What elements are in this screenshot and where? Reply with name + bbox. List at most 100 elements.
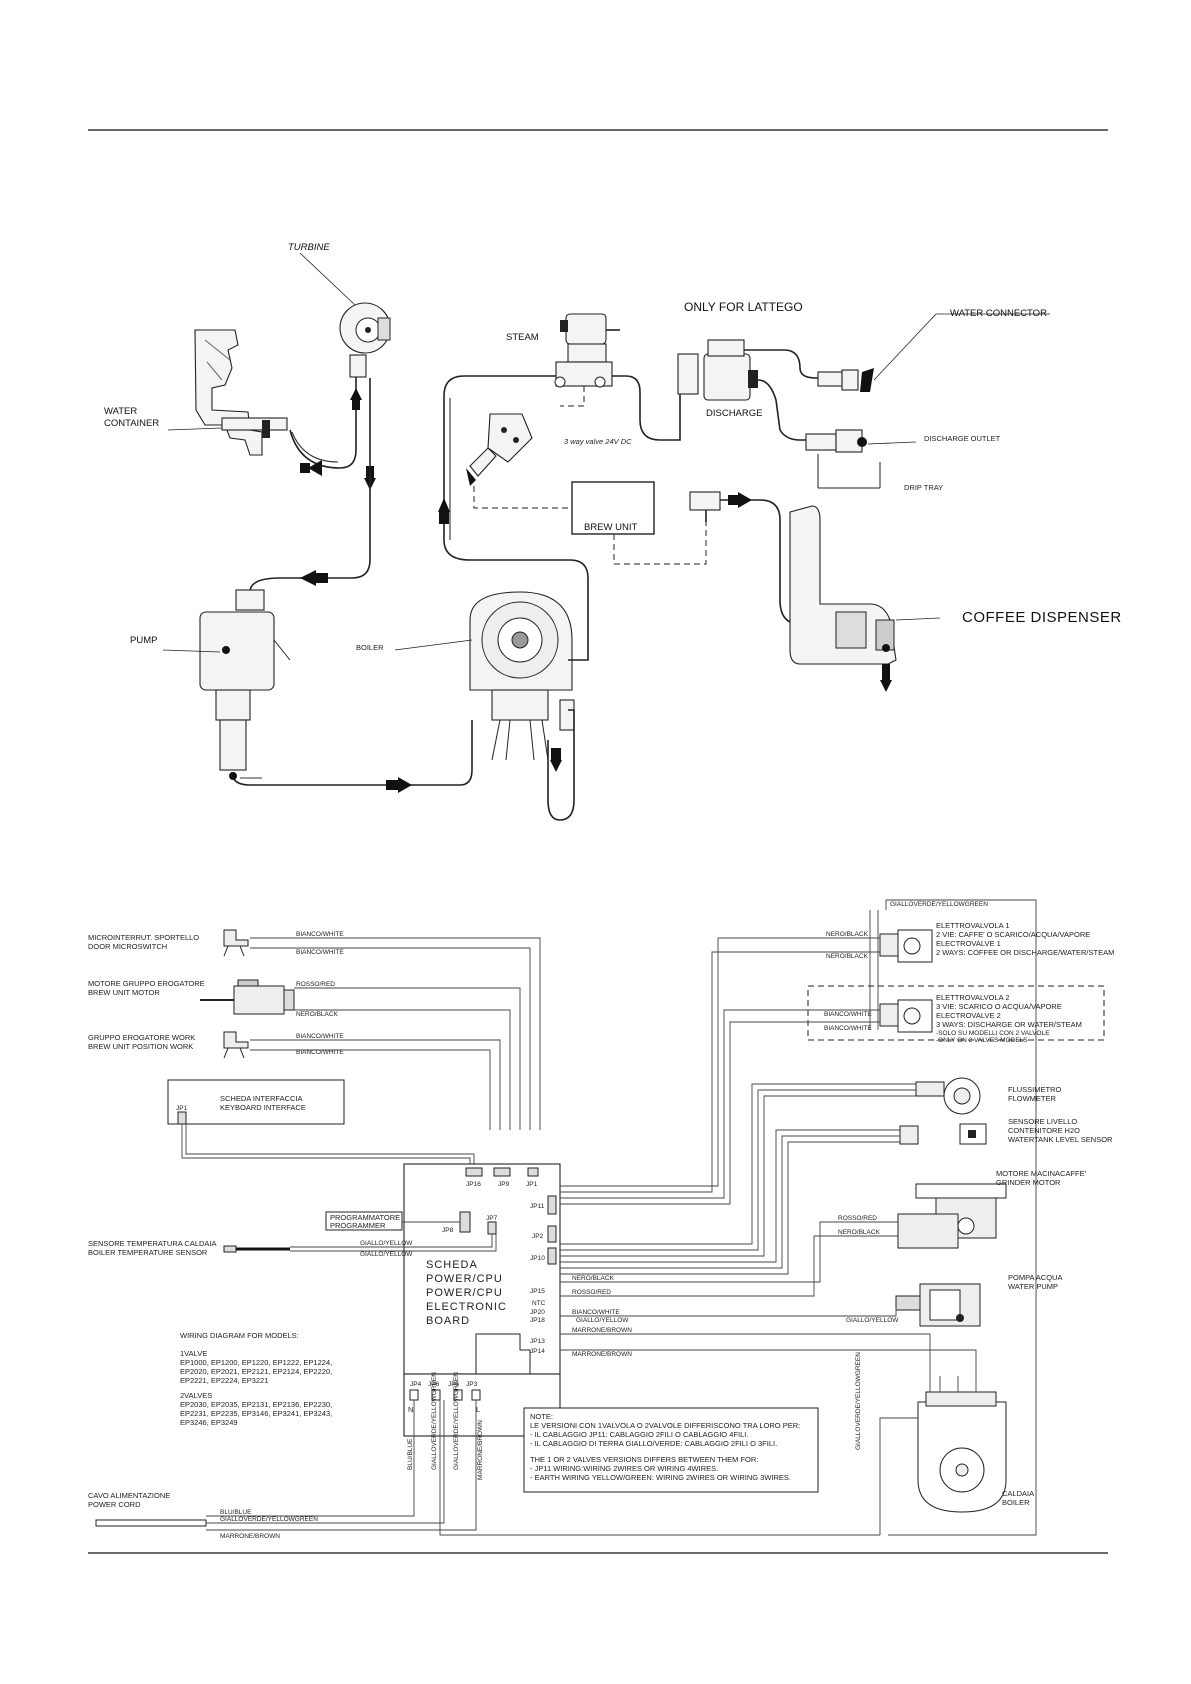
wire-label: BLU/BLUE: [407, 1438, 414, 1470]
grinder-label-1: MOTORE MACINACAFFE': [996, 1169, 1087, 1178]
connector-label: JP7: [486, 1215, 498, 1222]
electrovalve-2: [879, 999, 933, 1033]
one-valve-title: 1VALVE: [180, 1349, 207, 1358]
wiring-boiler: [917, 1391, 1007, 1513]
wire-label: NERO/BLACK: [826, 931, 869, 938]
connector-label: JP4: [410, 1381, 422, 1388]
valve1-label-1: ELETTROVALVOLA 1: [936, 921, 1010, 930]
wire-label: ROSSO/RED: [296, 981, 335, 988]
connector-label: JP2: [532, 1233, 544, 1240]
two-valves-models-2: EP2231, EP2235, EP3146, EP3241, EP3243,: [180, 1409, 332, 1418]
connector-label: JP15: [530, 1288, 545, 1295]
connector-label: JP14: [530, 1348, 545, 1355]
wire-label: GIALLOVERDE/YELLOWGREEN: [431, 1372, 438, 1470]
water-container-label-2: CONTAINER: [104, 418, 159, 429]
wire-label: BIANCO/WHITE: [296, 931, 344, 938]
note-line-7: - EARTH WIRING YELLOW/GREEN: WIRING 2WIR…: [530, 1473, 791, 1482]
wire-label: GIALLOVERDE/YELLOWGREEN: [453, 1372, 460, 1470]
grinder-label-2: GRINDER MOTOR: [996, 1178, 1061, 1187]
two-valves-title: 2VALVES: [180, 1391, 212, 1400]
valve1-label-2: 2 VIE: CAFFE' O SCARICO/ACQUA/VAPORE: [936, 930, 1090, 939]
grinder-motor: [897, 1183, 1007, 1249]
wire-label: MARRONE/BROWN: [572, 1351, 632, 1358]
note-line-2: LE VERSIONI CON 1VALVOLA O 2VALVOLE DIFF…: [530, 1421, 800, 1430]
hydraulic-diagram: TURBINE WATER CONTAINER PUMP BOILER STEA…: [104, 242, 1122, 821]
wire-label: NTC: [532, 1300, 546, 1307]
wire-label: BIANCO/WHITE: [572, 1309, 620, 1316]
valve1-label-4: 2 WAYS: COFFEE OR DISCHARGE/WATER/STEAM: [936, 948, 1114, 957]
wiring-diagram: GIALLOVERDE/YELLOWGREEN MICROINTERRUT. S…: [88, 899, 1114, 1540]
wire-label: NERO/BLACK: [296, 1011, 339, 1018]
brew-work-label-1: GRUPPO EROGATORE WORK: [88, 1033, 195, 1042]
wire-label: BIANCO/WHITE: [824, 1011, 872, 1018]
note-line-5: THE 1 OR 2 VALVES VERSIONS DIFFERS BETWE…: [530, 1455, 758, 1464]
programmer-label-2: PROGRAMMER: [330, 1221, 386, 1230]
wire-label: GIALLO/YELLOW: [576, 1317, 629, 1324]
coffee-dispenser: [789, 505, 897, 692]
pump-label: PUMP: [130, 635, 157, 646]
level-label-3: WATERTANK LEVEL SENSOR: [1008, 1135, 1113, 1144]
level-label-1: SENSORE LIVELLO: [1008, 1117, 1077, 1126]
note-line-3: - IL CABLAGGIO JP11: CABLAGGIO 2FILI O C…: [530, 1430, 748, 1439]
door-switch-label-2: DOOR MICROSWITCH: [88, 942, 167, 951]
two-valves-models-1: EP2030, EP2035, EP2131, EP2136, EP2230,: [180, 1400, 332, 1409]
top-wire-label: GIALLOVERDE/YELLOWGREEN: [890, 901, 988, 908]
connector-label: JP10: [530, 1255, 545, 1262]
water-pump: [895, 1283, 981, 1327]
connector-label: JP1: [176, 1105, 188, 1112]
connector-label: JP6: [428, 1381, 440, 1388]
wire-label: BIANCO/WHITE: [296, 949, 344, 956]
valve2-label-1: ELETTROVALVOLA 2: [936, 993, 1010, 1002]
coffee-dispenser-label: COFFEE DISPENSER: [962, 609, 1122, 626]
wire-label: GIALLOVERDE/YELLOWGREEN: [855, 1352, 862, 1450]
models-title: WIRING DIAGRAM FOR MODELS:: [180, 1331, 299, 1340]
wire-label: GIALLO/YELLOW: [360, 1251, 413, 1258]
wire-label: NERO/BLACK: [572, 1275, 615, 1282]
board-label-3: POWER/CPU: [426, 1287, 503, 1299]
power-cord-label-1: CAVO ALIMENTAZIONE: [88, 1491, 170, 1500]
boiler-wiring-label-1: CALDAIA: [1002, 1489, 1034, 1498]
water-container: [194, 329, 288, 456]
valve2-label-5: -SOLO SU MODELLI CON 2 VALVOLE: [936, 1030, 1050, 1037]
wire-label: MARRONE/BROWN: [477, 1420, 484, 1480]
brew-unit-label: BREW UNIT: [584, 522, 638, 533]
two-valves-models-3: EP3246, EP3249: [180, 1418, 238, 1427]
boiler-label: BOILER: [356, 643, 384, 652]
connector-label: JP16: [466, 1181, 481, 1188]
discharge-outlet: [805, 429, 867, 453]
flowmeter-label-2: FLOWMETER: [1008, 1094, 1056, 1103]
brew-motor-label-2: BREW UNIT MOTOR: [88, 988, 160, 997]
wire-label: GIALLOVERDE/YELLOWGREEN: [220, 1516, 318, 1523]
connector-label: JP18: [530, 1317, 545, 1324]
water-container-label-1: WATER: [104, 406, 137, 417]
wire-label: GIALLO/YELLOW: [846, 1317, 899, 1324]
lattego-label: ONLY FOR LATTEGO: [684, 300, 803, 314]
programmer-label-1: PROGRAMMATORE: [330, 1213, 400, 1222]
three-way-valve: [466, 413, 533, 486]
valve1-label-3: ELECTROVALVE 1: [936, 939, 1001, 948]
connector-label: JP20: [530, 1309, 545, 1316]
boiler: [469, 591, 575, 761]
valve2-label-6: -ONLY ON 2 VALVES MODELS: [936, 1037, 1028, 1044]
valve2-label-3: ELECTROVALVE 2: [936, 1011, 1001, 1020]
keyboard-interface: [167, 1079, 345, 1125]
valve2-label-4: 3 WAYS: DISCHARGE OR WATER/STEAM: [936, 1020, 1082, 1029]
note-line-4: - IL CABLAGGIO DI TERRA GIALLO/VERDE: CA…: [530, 1439, 777, 1448]
keyboard-label-1: SCHEDA INTERFACCIA: [220, 1094, 303, 1103]
level-sensor: [899, 1123, 987, 1145]
connector-label: JP5: [448, 1381, 460, 1388]
connector-label: JP3: [466, 1381, 478, 1388]
wire-label: MARRONE/BROWN: [220, 1533, 280, 1540]
turbine-label: TURBINE: [288, 242, 330, 253]
connector-label: JP8: [442, 1227, 454, 1234]
wire-label: GIALLO/YELLOW: [360, 1240, 413, 1247]
brew-unit-motor: [200, 979, 295, 1015]
steam-label: STEAM: [506, 332, 539, 343]
pump-label-1: POMPA ACQUA: [1008, 1273, 1062, 1282]
turbine: [339, 302, 391, 378]
level-label-2: CONTENITORE H2O: [1008, 1126, 1080, 1135]
boiler-sensor-label-2: BOILER TEMPERATURE SENSOR: [88, 1248, 208, 1257]
wire-label: NERO/BLACK: [826, 953, 869, 960]
note-line-1: NOTE:: [530, 1412, 553, 1421]
flowmeter: [915, 1077, 981, 1115]
